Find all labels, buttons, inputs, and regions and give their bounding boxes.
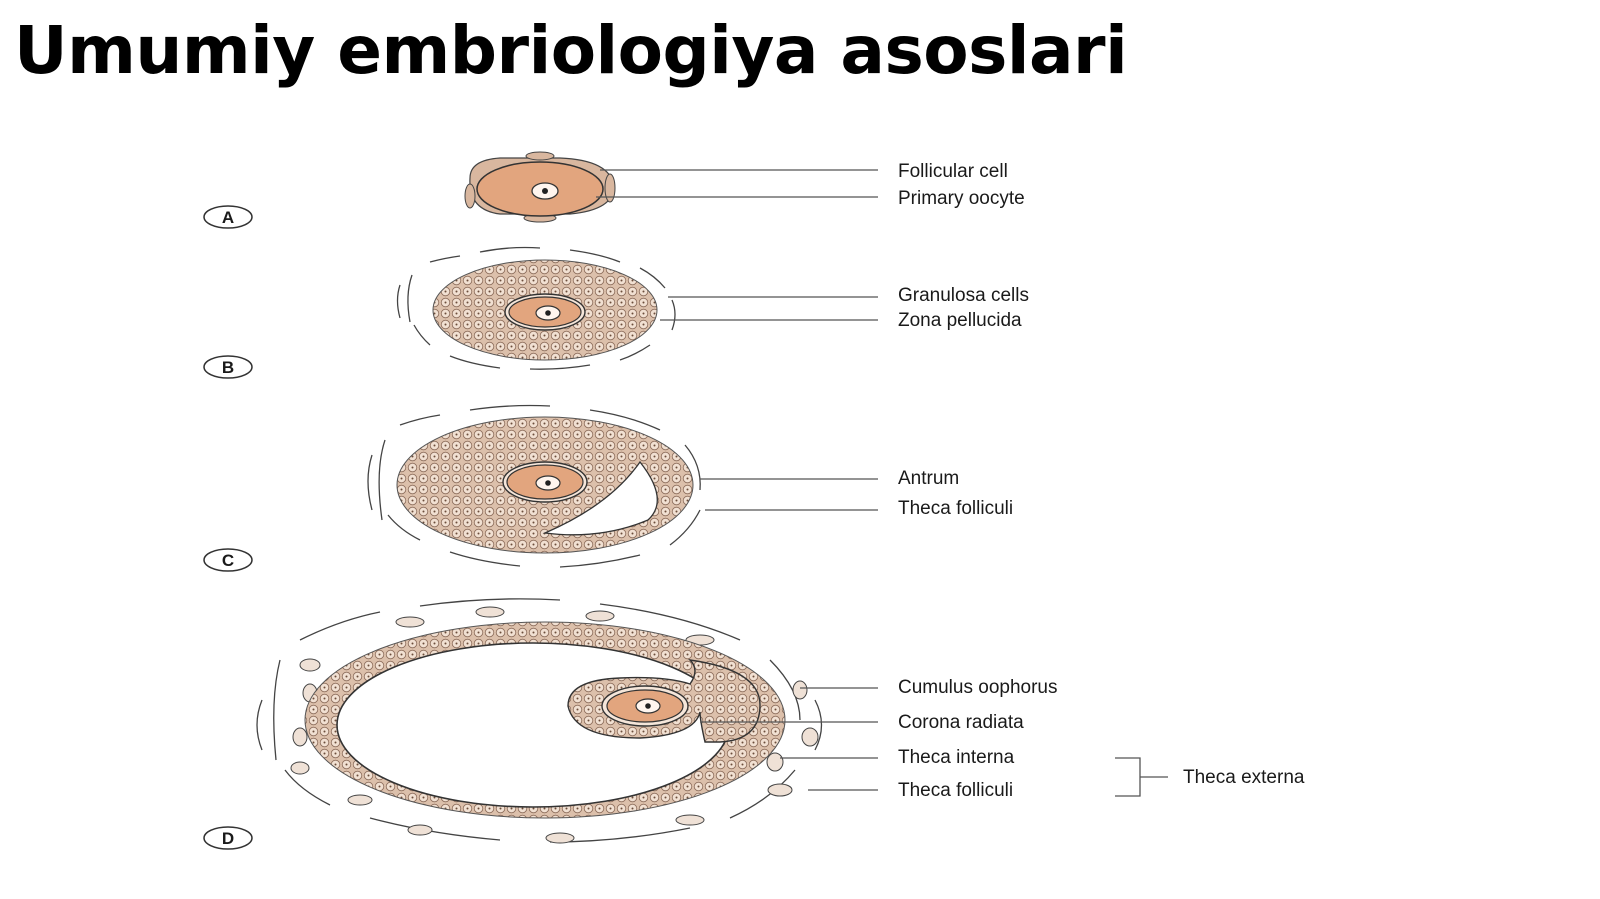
slide-title: Umumiy embriologiya asoslari xyxy=(14,12,1128,89)
theca-cells-d xyxy=(290,606,819,844)
label-theca-folliculi-d: Theca folliculi xyxy=(898,780,1013,801)
stage-a-marker xyxy=(203,205,253,229)
stage-a-letter: A xyxy=(222,208,234,227)
stage-b-marker xyxy=(203,355,253,379)
label-primary-oocyte: Primary oocyte xyxy=(898,188,1025,209)
label-theca-interna: Theca interna xyxy=(898,747,1015,768)
label-granulosa-cells: Granulosa cells xyxy=(898,285,1029,306)
stage-d-letter: D xyxy=(222,829,234,848)
stage-a: Follicular cell Primary oocyte A xyxy=(203,151,1025,229)
label-follicular-cell: Follicular cell xyxy=(898,161,1008,182)
theca-strokes-d xyxy=(256,598,823,843)
theca-strokes-b xyxy=(396,246,676,370)
stage-b-letter: B xyxy=(222,358,234,377)
label-theca-folliculi-c: Theca folliculi xyxy=(898,498,1013,519)
stage-c-letter: C xyxy=(222,551,234,570)
stage-d-marker xyxy=(203,826,253,850)
antrum-c xyxy=(542,460,658,536)
label-theca-externa: Theca externa xyxy=(1183,767,1305,788)
theca-strokes-c xyxy=(367,404,701,568)
stage-c: Antrum Theca folliculi C xyxy=(203,404,1013,572)
label-corona-radiata: Corona radiata xyxy=(898,712,1024,733)
stage-c-marker xyxy=(203,548,253,572)
label-zona-pellucida: Zona pellucida xyxy=(898,310,1022,331)
label-cumulus-oophorus: Cumulus oophorus xyxy=(898,677,1057,698)
label-antrum: Antrum xyxy=(898,468,959,489)
stage-b: Granulosa cells Zona pellucida B xyxy=(203,246,1029,379)
theca-bracket xyxy=(1115,757,1168,797)
stage-d: Cumulus oophorus Corona radiata Theca in… xyxy=(203,598,1305,850)
